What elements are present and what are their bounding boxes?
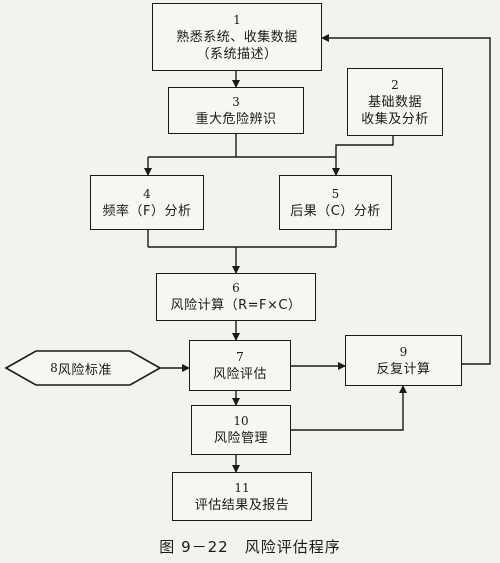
- arrow-10-to-9: [291, 385, 407, 431]
- node-11-label: 评估结果及报告: [194, 497, 290, 513]
- node-5-number: 5: [331, 186, 340, 201]
- figure-caption: 图 9－22 风险评估程序: [159, 538, 341, 556]
- node-4-number: 4: [143, 186, 151, 201]
- node-4: 4 频率（F）分析: [90, 175, 204, 230]
- node-1-label-line-2: （系统描述）: [196, 46, 278, 62]
- node-2: 2 基础数据 收集及分析: [347, 68, 443, 136]
- node-7-number: 7: [236, 349, 244, 364]
- node-3-label: 重大危险辨识: [195, 111, 277, 127]
- node-3: 3 重大危险辨识: [168, 87, 304, 134]
- node-7-label: 风险评估: [212, 366, 267, 382]
- node-9-label: 反复计算: [376, 361, 431, 377]
- node-11: 11 评估结果及报告: [172, 472, 312, 521]
- node-9-number: 9: [399, 344, 408, 359]
- node-3-number: 3: [232, 94, 240, 109]
- node-2-label-line-1: 基础数据: [367, 94, 422, 110]
- node-8-number: 8: [50, 361, 58, 375]
- node-6-label: 风险计算（R=F×C）: [170, 298, 302, 313]
- node-8-text: 8 风险标准: [6, 356, 156, 380]
- node-10-number: 10: [233, 414, 249, 428]
- arrow-9-to-1: [321, 34, 491, 365]
- node-7: 7 风险评估: [189, 340, 291, 391]
- node-10: 10 风险管理: [191, 405, 291, 455]
- connector-2-down: [335, 136, 394, 157]
- node-1-label-line-1: 熟悉系统、收集数据: [176, 29, 298, 45]
- node-4-label: 频率（F）分析: [102, 203, 192, 219]
- node-5: 5 后果（C）分析: [279, 175, 392, 230]
- node-2-number: 2: [391, 77, 399, 92]
- node-10-label: 风险管理: [213, 431, 268, 446]
- node-1-number: 1: [233, 12, 241, 27]
- node-8-label: 风险标准: [57, 362, 112, 378]
- node-11-number: 11: [234, 480, 250, 495]
- node-9: 9 反复计算: [345, 335, 462, 386]
- node-2-label-line-2: 收集及分析: [361, 111, 429, 127]
- node-5-label: 后果（C）分析: [290, 203, 381, 219]
- node-8-diamond: [4, 350, 162, 386]
- node-6: 6 风险计算（R=F×C）: [156, 273, 316, 321]
- node-6-number: 6: [232, 281, 240, 295]
- node-1: 1 熟悉系统、收集数据 （系统描述）: [152, 3, 322, 71]
